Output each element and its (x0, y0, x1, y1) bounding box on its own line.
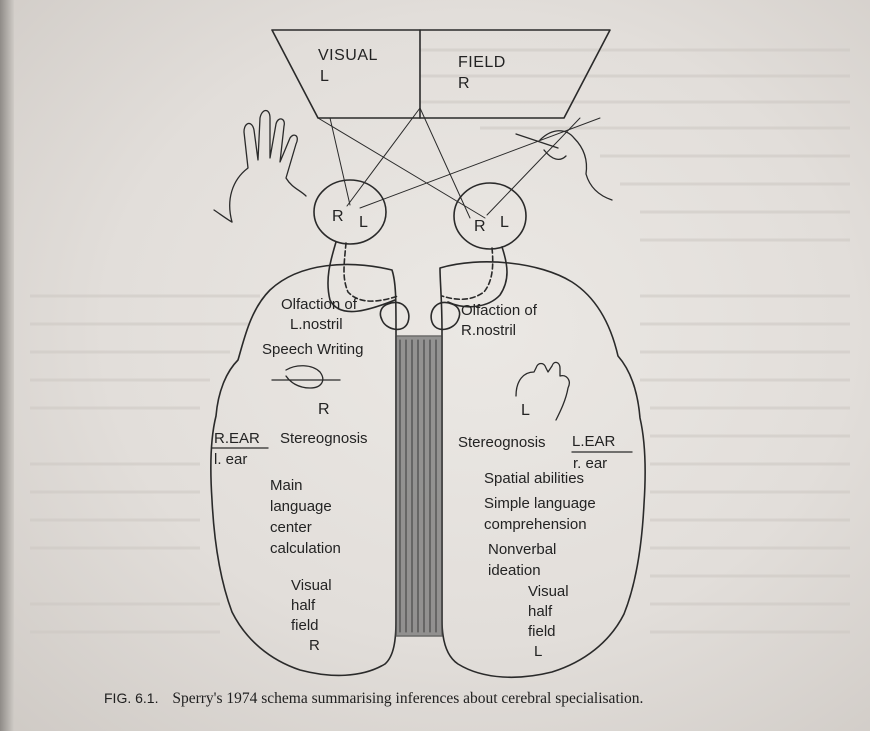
right-olfaction-line1: Olfaction of (461, 302, 537, 320)
simple-language-block: Simple language comprehension (484, 495, 596, 534)
main-language-line: Main (270, 477, 341, 495)
nonverbal-line: Nonverbal (488, 541, 556, 559)
left-visual-line: Visual (291, 577, 332, 595)
right-stereognosis: Stereognosis (458, 434, 546, 452)
visual-field-title-left: VISUAL (318, 47, 378, 65)
nonverbal-line: ideation (488, 562, 556, 580)
right-olfaction-line2: R.nostril (461, 322, 516, 340)
upper-right-hand-with-pen (516, 131, 612, 200)
figure-number: FIG. 6.1. (104, 690, 158, 706)
right-eye-l-label: L (500, 214, 509, 232)
speech-writing-label: Speech Writing (262, 341, 363, 359)
main-language-line: calculation (270, 540, 341, 558)
left-stereognosis: Stereognosis (280, 430, 368, 448)
main-language-block: Main language center calculation (270, 477, 341, 558)
visual-field-right-label: R (458, 75, 470, 93)
left-eye-l-label: L (359, 214, 368, 232)
simple-language-line: Simple language (484, 495, 596, 513)
upper-left-hand (214, 111, 306, 223)
left-visual-line: R (309, 637, 350, 655)
visual-field-title-right: FIELD (458, 54, 506, 72)
left-visual-line: half (291, 597, 332, 615)
main-language-line: language (270, 498, 341, 516)
spatial-abilities: Spatial abilities (484, 470, 584, 488)
figure-caption-text: Sperry's 1974 schema summarising inferen… (172, 690, 643, 707)
nonverbal-block: Nonverbal ideation (488, 541, 556, 580)
left-eye-r-label: R (332, 208, 344, 226)
right-eye-r-label: R (474, 218, 486, 236)
left-eye (314, 180, 386, 244)
corpus-callosum (396, 336, 442, 636)
visual-field-left-label: L (320, 68, 329, 86)
right-hand-l-label: L (521, 402, 530, 420)
right-visual-line: field (528, 623, 569, 641)
left-olfaction-line2: L.nostril (290, 316, 343, 334)
figure-caption: FIG. 6.1. Sperry's 1974 schema summarisi… (104, 690, 643, 708)
right-visual-line: half (528, 603, 569, 621)
right-visual-line: Visual (528, 583, 569, 601)
left-ear-sub: l. ear (214, 451, 247, 469)
left-visual-half-field-block: Visual half field R (291, 577, 332, 655)
right-visual-line: L (534, 643, 575, 661)
left-hand-r-label: R (318, 401, 330, 419)
right-visual-half-field-block: Visual half field L (528, 583, 569, 661)
simple-language-line: comprehension (484, 516, 596, 534)
main-language-line: center (270, 519, 341, 537)
left-olfaction-line1: Olfaction of (281, 296, 357, 314)
left-visual-line: field (291, 617, 332, 635)
left-ear-main: R.EAR (214, 430, 260, 448)
right-ear-main: L.EAR (572, 433, 615, 451)
left-hemisphere-hand-with-pen (272, 366, 340, 388)
right-eye (454, 183, 526, 249)
